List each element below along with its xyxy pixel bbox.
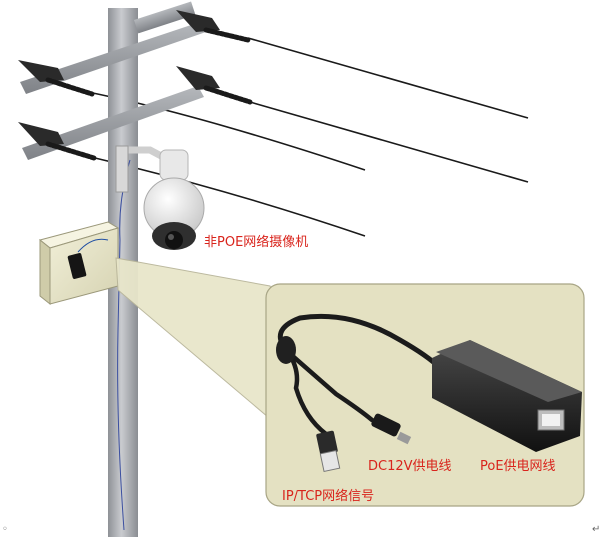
left-corner-mark: ◦	[2, 524, 8, 535]
dc-barrel-plug	[371, 413, 412, 445]
poe-cable-label: PoE供电网线	[480, 459, 556, 474]
dc-cable-label: DC12V供电线	[368, 459, 452, 474]
poe-splitter-cables	[276, 313, 443, 437]
camera-label: 非POE网络摄像机	[204, 234, 308, 250]
right-corner-mark: ↵	[592, 524, 600, 535]
ptz-camera	[115, 145, 205, 250]
junction-box	[38, 221, 120, 306]
insulators	[18, 10, 253, 161]
poe-injector	[432, 340, 582, 452]
rj45-plug	[316, 430, 341, 473]
ip-signal-label: IP/TCP网络信号	[282, 488, 374, 504]
callout-panel	[265, 283, 585, 507]
